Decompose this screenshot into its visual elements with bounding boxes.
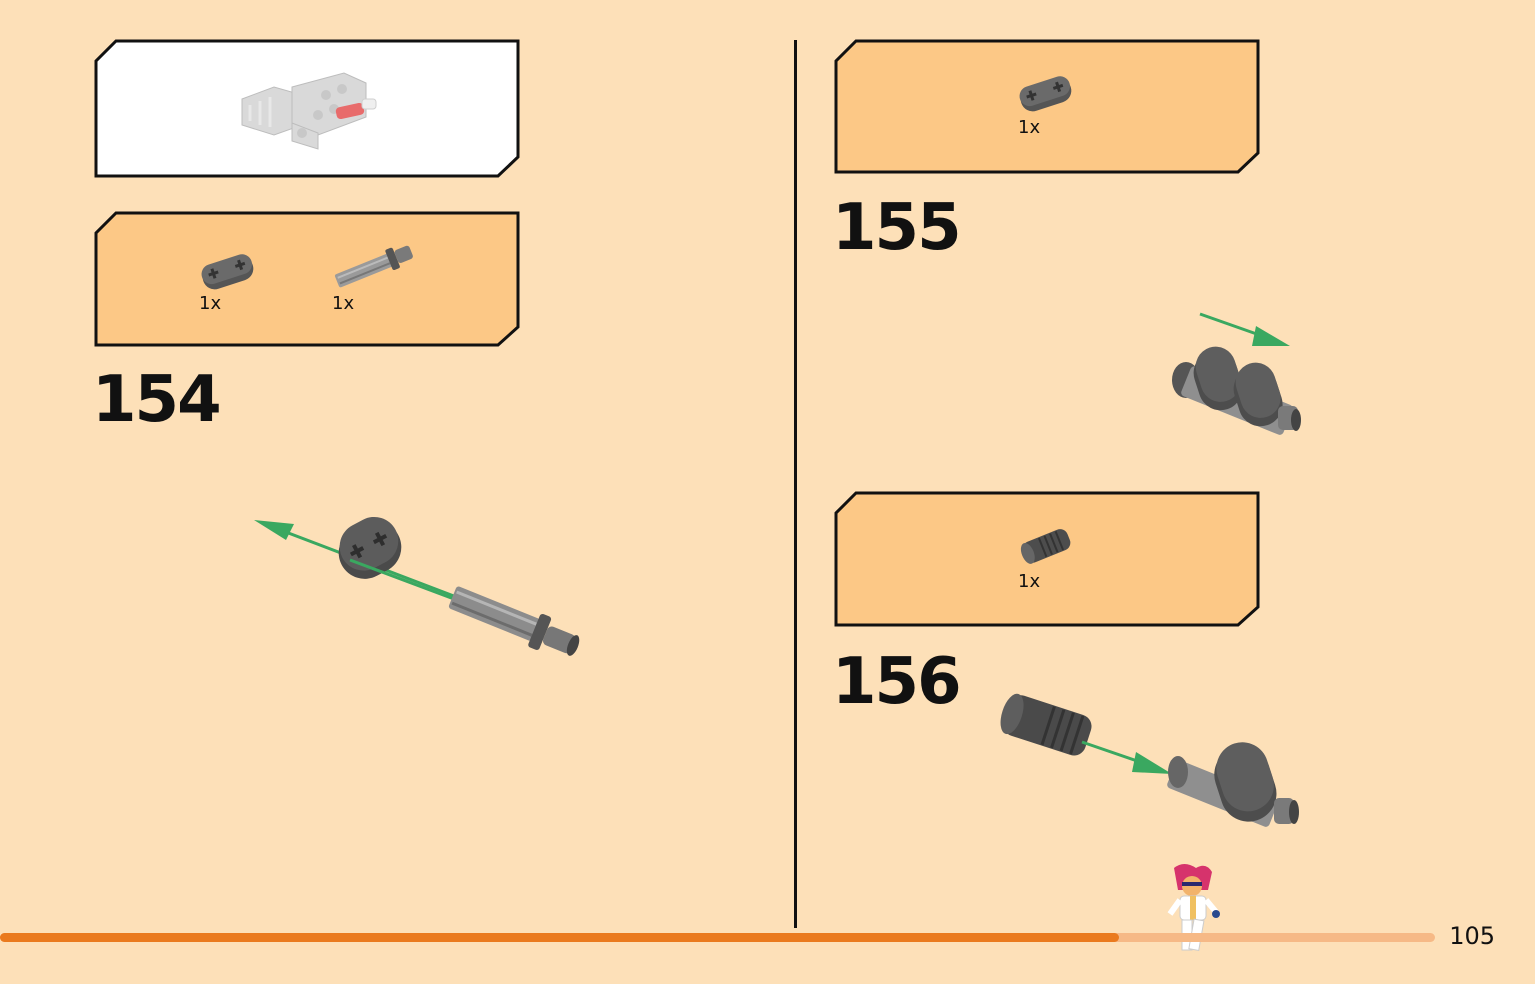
step-number-156: 156 [832, 645, 962, 719]
step-number-154: 154 [92, 363, 222, 437]
beam-2-icon [1016, 73, 1076, 117]
part-qty: 1x [332, 293, 355, 314]
axle-pin-icon [330, 241, 420, 291]
page-number: 105 [1449, 922, 1495, 950]
parts-box-step-154: 1x 1x [94, 211, 521, 348]
subassembly-preview-icon [234, 65, 384, 155]
step-number-155: 155 [832, 191, 962, 265]
page-divider [794, 40, 797, 928]
step-154-illustration [250, 510, 590, 664]
beam-2-icon [198, 251, 258, 295]
bush-icon [1016, 525, 1076, 565]
step-156-illustration [996, 690, 1306, 844]
progress-bar-fill [0, 933, 1120, 942]
minifigure-icon [1164, 862, 1224, 962]
subassembly-preview-box [94, 39, 521, 179]
parts-box-step-156: 1x [834, 491, 1261, 628]
part-qty: 1x [1018, 571, 1041, 592]
parts-box-step-155: 1x [834, 39, 1261, 175]
part-qty: 1x [1018, 117, 1041, 138]
progress-bar [0, 933, 1435, 942]
part-qty: 1x [199, 293, 222, 314]
step-155-illustration [1160, 300, 1310, 454]
